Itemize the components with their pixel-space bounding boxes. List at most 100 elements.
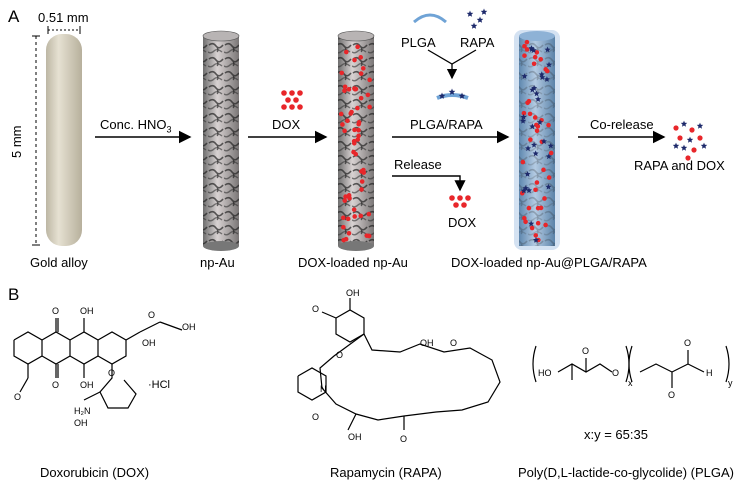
plga-arc-icon	[413, 13, 447, 24]
dox-particle	[522, 215, 527, 221]
dox-dot	[297, 90, 303, 96]
dox-particle	[351, 138, 357, 144]
rapa-particle	[524, 171, 531, 177]
rapa-label: RAPA	[460, 35, 495, 50]
dox-particle	[365, 92, 371, 98]
gold-alloy-rod	[46, 34, 82, 246]
dox-dot	[685, 155, 691, 161]
svg-text:OH: OH	[142, 338, 156, 348]
release-label: Release	[394, 157, 442, 172]
dox-loaded-rod	[337, 30, 375, 251]
svg-text:O: O	[52, 380, 59, 390]
rapa-particle	[540, 138, 547, 144]
dox-particle	[346, 87, 352, 92]
rapa-particle	[520, 117, 527, 124]
dox-particle	[546, 122, 551, 128]
np-au-rod	[202, 30, 240, 251]
dox-step-label: DOX	[272, 117, 301, 132]
rapa-particle	[545, 183, 552, 190]
rapa-particle	[528, 46, 535, 52]
rapa-particle	[529, 86, 536, 93]
svg-text:OH: OH	[182, 322, 196, 332]
dox-particle	[359, 179, 365, 184]
rapamycin-name: Rapamycin (RAPA)	[330, 465, 442, 480]
dox-particle	[358, 55, 364, 60]
dox-particle	[542, 196, 547, 201]
hcl-label: ·HCl	[148, 379, 170, 391]
dox-particle	[338, 111, 344, 117]
dox-particle	[367, 77, 372, 83]
svg-text:OH: OH	[348, 432, 362, 442]
rapa-star-icon	[700, 142, 708, 149]
plga-rapa-label: PLGA/RAPA	[410, 117, 483, 132]
rapa-star-icon	[680, 120, 688, 127]
stage-label-gold-alloy: Gold alloy	[30, 255, 88, 270]
rapa-particle	[529, 123, 536, 130]
rapa-particle	[533, 236, 540, 243]
svg-text:O: O	[148, 310, 155, 320]
svg-text:H: H	[706, 368, 713, 378]
svg-text:x: x	[628, 378, 633, 388]
rapa-particle	[535, 96, 542, 102]
dox-dot	[677, 135, 683, 141]
dox-particle	[340, 122, 345, 127]
rapa-particle	[532, 150, 539, 157]
svg-text:O: O	[450, 338, 457, 348]
co-release-label: Co-release	[590, 117, 654, 132]
dox-particle	[366, 211, 372, 217]
rapa-particle	[528, 220, 535, 227]
dox-dot	[289, 90, 295, 96]
dox-particle	[351, 207, 357, 212]
dox-dot	[457, 195, 463, 201]
dox-dot	[289, 104, 295, 110]
dox-dot	[449, 195, 455, 201]
dox-particle	[358, 95, 364, 101]
rapa-star-icon	[680, 144, 688, 151]
doxorubicin-name: Doxorubicin (DOX)	[40, 465, 150, 480]
dox-particle	[538, 56, 544, 62]
dox-dot	[673, 125, 679, 131]
dox-dot	[297, 104, 303, 110]
dox-particle	[352, 57, 357, 63]
dox-dot	[281, 104, 287, 110]
dox-particle	[356, 120, 362, 125]
dox-dot	[281, 90, 287, 96]
rapa-star-icon	[448, 88, 456, 95]
rapa-star-icon	[672, 142, 680, 149]
dox-particle	[534, 180, 540, 185]
rapa-particle	[530, 47, 537, 53]
co-release-product-label: RAPA and DOX	[634, 158, 725, 173]
dox-particle	[532, 115, 538, 120]
dox-particle	[364, 233, 370, 238]
rapa-particle	[522, 185, 529, 191]
dox-particle	[346, 193, 352, 198]
doxorubicin-structure: O O OH OH O OH OH O O H₂N OH	[13, 306, 196, 428]
dox-dot	[697, 135, 703, 141]
rapa-particle	[520, 113, 527, 120]
dox-particle	[358, 71, 364, 76]
svg-text:O: O	[684, 338, 691, 348]
dox-particle	[341, 224, 346, 230]
dox-dots-icon	[281, 90, 303, 110]
dox-particle	[541, 167, 546, 173]
dox-particle	[538, 205, 544, 211]
dox-particle	[535, 124, 541, 129]
dox-particle	[358, 213, 364, 219]
dox-particle	[529, 225, 535, 231]
stage-label-coated: DOX-loaded np-Au@PLGA/RAPA	[451, 255, 647, 270]
dox-particle	[351, 149, 356, 155]
plga-rapa-complex-icon	[436, 88, 469, 100]
dox-particle	[342, 88, 347, 94]
rapa-star-icon	[458, 92, 466, 99]
dox-released-icon	[449, 195, 471, 208]
dox-particle	[528, 137, 533, 142]
dox-particle	[345, 118, 350, 124]
dox-particle	[352, 86, 358, 92]
dox-particle	[352, 214, 357, 219]
dox-particle	[343, 194, 348, 199]
dox-particle	[532, 54, 538, 60]
rapa-particle	[520, 187, 527, 194]
dox-particle	[360, 66, 366, 71]
dox-particle	[355, 137, 361, 142]
plga-ratio: x:y = 65:35	[584, 427, 648, 442]
